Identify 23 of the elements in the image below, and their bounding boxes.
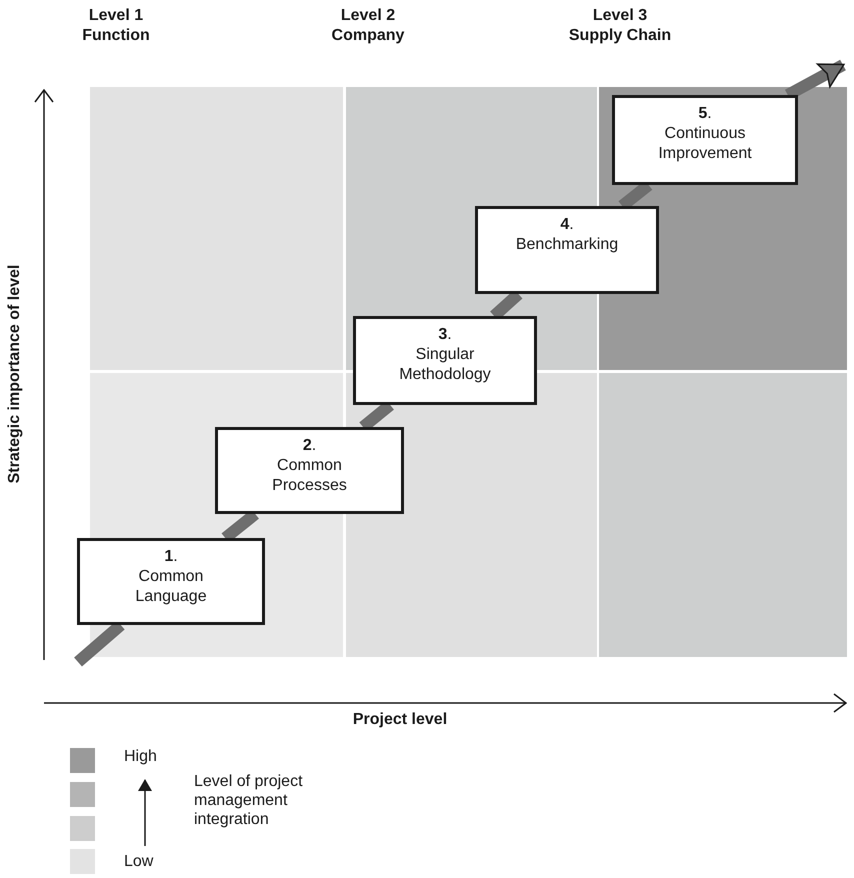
legend-label: High bbox=[124, 748, 157, 766]
step-label: Continuous Improvement bbox=[657, 124, 753, 164]
column-heading: Level 1 Function bbox=[81, 6, 151, 46]
column-heading: Level 3 Supply Chain bbox=[568, 6, 672, 46]
step-number: 5. bbox=[697, 104, 713, 124]
step-number: 2. bbox=[302, 436, 318, 456]
axis-title: Strategic importance of level bbox=[6, 264, 24, 486]
step-label: Benchmarking bbox=[514, 235, 620, 255]
step-box bbox=[475, 206, 659, 294]
step-number: 4. bbox=[559, 215, 575, 235]
column-heading: Level 2 Company bbox=[330, 6, 406, 46]
axis-title: Project level bbox=[352, 711, 448, 729]
step-box bbox=[353, 316, 537, 405]
step-number: 1. bbox=[163, 547, 179, 567]
step-number: 3. bbox=[437, 325, 453, 345]
step-box bbox=[77, 538, 265, 625]
step-label: Singular Methodology bbox=[398, 345, 492, 385]
step-box bbox=[215, 427, 404, 514]
step-box bbox=[612, 95, 798, 185]
step-label: Common Language bbox=[134, 567, 208, 607]
step-label: Common Processes bbox=[271, 456, 348, 496]
legend-caption: Level of project management integration bbox=[194, 772, 304, 829]
legend-label: Low bbox=[124, 853, 154, 871]
